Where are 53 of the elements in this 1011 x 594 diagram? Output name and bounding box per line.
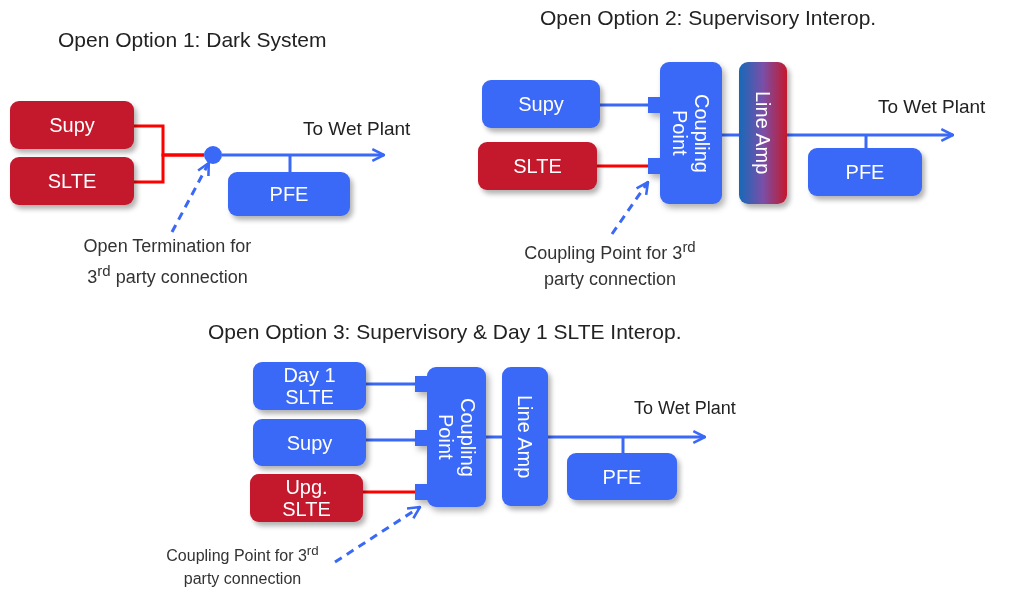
- equipment-block: [808, 148, 922, 196]
- equipment-block: [253, 362, 366, 410]
- termination-dot: [204, 146, 222, 164]
- connector-line: [600, 103, 648, 107]
- connector-line: [722, 133, 739, 137]
- equipment-block: [253, 419, 366, 466]
- destination-label: To Wet Plant: [878, 96, 986, 118]
- block-label: Coupling Point: [669, 92, 713, 175]
- signal-arrow: [787, 127, 955, 143]
- block-label: Coupling Point: [434, 396, 479, 479]
- panel-heading: Open Option 2: Supervisory Interop.: [540, 6, 877, 30]
- equipment-block: [10, 157, 134, 205]
- block-label: Supy: [49, 114, 95, 136]
- block-label: Line Amp: [514, 394, 536, 479]
- connector-line: [366, 438, 415, 442]
- block-label: PFE: [269, 183, 309, 205]
- block-label: SLTE: [47, 170, 97, 192]
- block-label: PFE: [845, 161, 885, 183]
- connector-line: [134, 153, 204, 184]
- signal-arrow: [548, 429, 707, 445]
- pointer-arrow: [610, 180, 650, 235]
- connector-line: [864, 135, 868, 148]
- signal-arrow: [222, 147, 386, 163]
- equipment-block: [228, 172, 350, 216]
- block-label: PFE: [602, 465, 642, 488]
- connector-line: [486, 435, 502, 439]
- block-label: Day 1 SLTE: [282, 364, 337, 408]
- annotation-text: Open Termination for 3$^{rd}$ party connection: [82, 235, 253, 289]
- connector-line: [288, 155, 292, 172]
- equipment-block: [567, 453, 677, 500]
- equipment-block: [10, 101, 134, 149]
- equipment-block: [250, 474, 363, 522]
- connector-line: [621, 437, 625, 453]
- block-label: Line Amp: [752, 91, 774, 175]
- pointer-arrow: [334, 505, 422, 564]
- connector-line: [597, 164, 648, 168]
- amplifier-block: [739, 62, 787, 204]
- amplifier-block: [502, 367, 548, 506]
- block-label: SLTE: [513, 155, 562, 177]
- equipment-block: [478, 142, 597, 190]
- connector-line: [363, 490, 415, 494]
- equipment-block: [482, 80, 600, 128]
- connector-line: [366, 382, 415, 386]
- panel-heading: Open Option 1: Dark System: [58, 28, 327, 52]
- block-label: Upg. SLTE: [281, 476, 332, 520]
- annotation-text: Coupling Point for 3$^{rd}$ party connection: [165, 541, 320, 589]
- block-label: Supy: [286, 431, 333, 454]
- panel-heading: Open Option 3: Supervisory & Day 1 SLTE Interop.: [208, 320, 682, 344]
- destination-label: To Wet Plant: [634, 398, 736, 419]
- annotation-text: Coupling Point for 3$^{rd}$ party connection: [523, 237, 697, 291]
- destination-label: To Wet Plant: [303, 118, 411, 140]
- pointer-arrow: [170, 161, 211, 233]
- block-label: Supy: [518, 93, 564, 115]
